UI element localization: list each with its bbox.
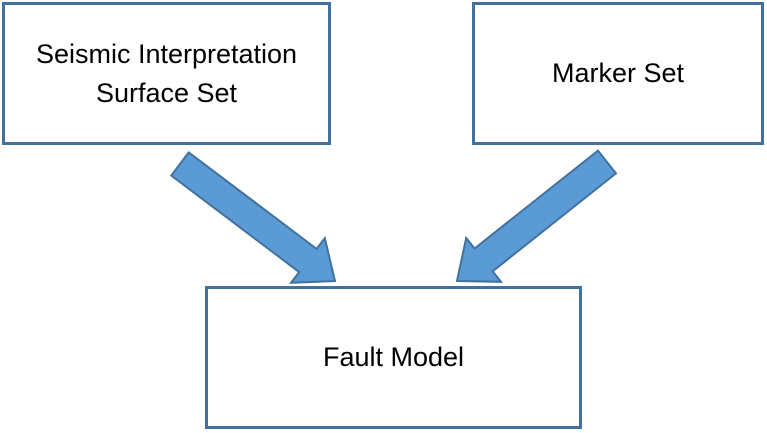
node-marker-set: Marker Set bbox=[472, 2, 764, 145]
node-seismic-interpretation-surface-set: Seismic Interpretation Surface Set bbox=[2, 2, 331, 145]
arrow-marker-to-fault-icon bbox=[455, 149, 618, 283]
node-fault-model: Fault Model bbox=[205, 286, 582, 429]
node-label: Fault Model bbox=[322, 342, 465, 373]
node-label: Marker Set bbox=[551, 58, 685, 89]
node-label: Seismic Interpretation Surface Set bbox=[35, 39, 298, 108]
arrow-seismic-to-fault-icon bbox=[169, 150, 337, 284]
